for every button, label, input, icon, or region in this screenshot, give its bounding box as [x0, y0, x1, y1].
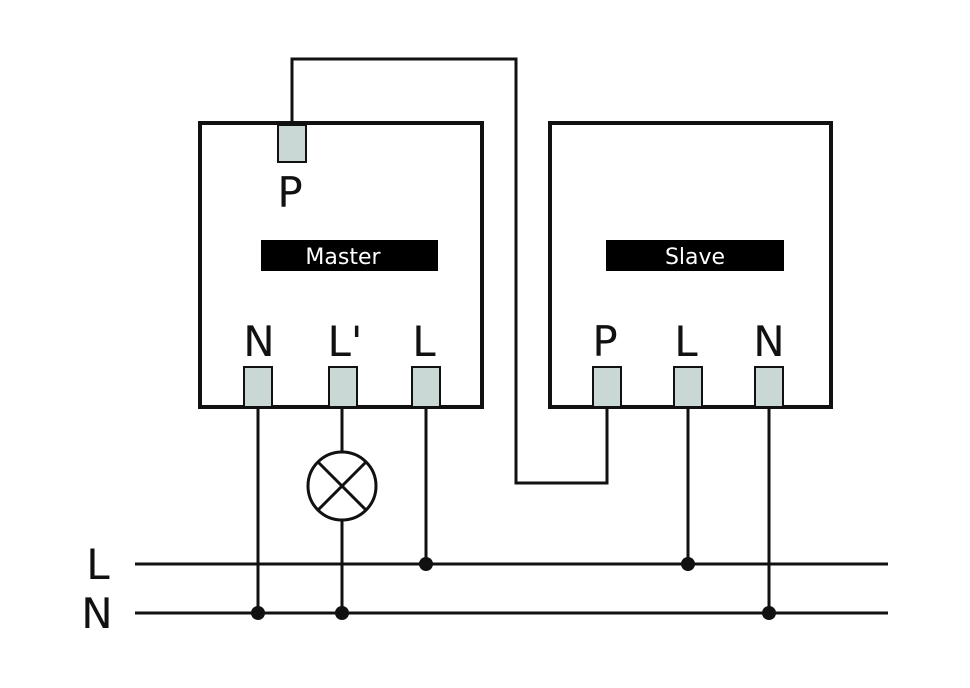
- slave-terminal-n-label: N: [753, 317, 784, 366]
- junction-dot: [681, 557, 695, 571]
- master-terminal-n: [243, 366, 273, 408]
- bus-label-l: L: [86, 540, 110, 589]
- slave-terminal-p-label: P: [592, 317, 617, 366]
- master-terminal-lprime-label: L': [328, 317, 363, 366]
- junction-dot: [335, 606, 349, 620]
- junction-dot: [762, 606, 776, 620]
- slave-terminal-p: [592, 366, 622, 408]
- master-device: P Master N L' L: [198, 121, 484, 409]
- slave-terminal-n: [754, 366, 784, 408]
- wire-p-link: [290, 57, 609, 485]
- master-terminal-p: [277, 124, 307, 163]
- master-terminal-l: [411, 366, 441, 408]
- master-terminal-l-label: L: [412, 317, 436, 366]
- master-label: Master: [305, 245, 381, 270]
- slave-terminal-l-label: L: [674, 317, 698, 366]
- slave-device: Slave P L N: [548, 121, 833, 409]
- master-terminal-lprime: [328, 366, 358, 408]
- junction-dot: [251, 606, 265, 620]
- junction-dot: [419, 557, 433, 571]
- lamp-cross-circle-icon: [306, 450, 378, 522]
- slave-terminal-l: [673, 366, 703, 408]
- slave-label: Slave: [665, 245, 725, 270]
- master-terminal-p-label: P: [277, 168, 302, 217]
- master-terminal-n-label: N: [243, 317, 274, 366]
- master-label-bg: [261, 240, 438, 271]
- bus-label-n: N: [81, 589, 112, 638]
- slave-label-bg: [606, 240, 784, 271]
